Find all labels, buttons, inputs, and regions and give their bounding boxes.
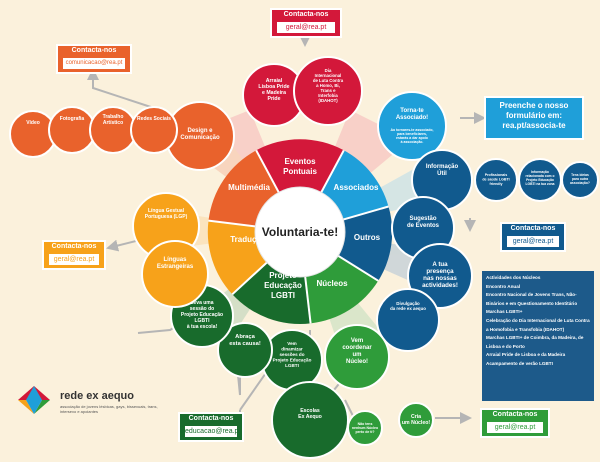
center-hub	[254, 186, 346, 278]
contact-label: Contacta-nos	[51, 243, 97, 250]
activity-item: Arraial Pride de Lisboa e da Madeira	[486, 352, 566, 358]
contact-email[interactable]: geral@rea.pt	[49, 254, 99, 265]
svg-text:Vídeo: Vídeo	[26, 120, 40, 126]
node-presenca	[407, 243, 473, 309]
node-nao-existe	[347, 410, 383, 446]
form-box: Preenche o nosso formulário em: rea.pt/a…	[484, 96, 584, 140]
svg-text:Redes Sociais: Redes Sociais	[137, 116, 171, 122]
svg-text:Associados: Associados	[334, 183, 379, 192]
activity-item: Celebração do Dia Internacional de Luta …	[486, 317, 590, 332]
wheel: Voluntaria-te!	[207, 139, 393, 325]
node-cria-nucleo	[398, 402, 434, 438]
segment-eventos	[256, 139, 344, 232]
contact-box-left: Contacta-nos geral@rea.pt	[42, 240, 106, 270]
contact-box-bottom-center: Contacta-nos educacao@rea.pt	[178, 412, 244, 442]
contact-email[interactable]: educacao@rea.pt	[185, 426, 241, 437]
activity-item: Acampamento de verão LGBTI	[486, 360, 553, 366]
contact-label: Contacta-nos	[283, 11, 329, 18]
brand-name: rede ex aequo	[60, 390, 134, 402]
contact-label: Contacta-nos	[492, 411, 538, 418]
contact-box-bottom-right: Contacta-nos geral@rea.pt	[480, 408, 550, 438]
contact-email[interactable]: geral@rea.pt	[507, 236, 559, 247]
brand-logo	[18, 386, 50, 414]
node-dia-internacional	[293, 56, 363, 126]
node-profissionais	[474, 158, 518, 202]
segment-outros	[300, 206, 393, 281]
center-title: Voluntaria-te!	[262, 225, 338, 239]
svg-text:Outros: Outros	[354, 233, 381, 242]
activity-item: Actividades dos Núcleos	[486, 275, 541, 280]
contact-label: Contacta-nos	[71, 47, 117, 54]
form-link[interactable]: rea.pt/associa-te	[502, 121, 566, 130]
node-sugestao-ideia	[561, 161, 599, 199]
svg-text:Fotografia: Fotografia	[60, 116, 85, 122]
activities-list: Actividades dos Núcleos Encontro Anual E…	[482, 271, 594, 401]
contact-label: Contacta-nos	[510, 225, 556, 232]
contact-box-top-left: Contacta-nos comunicacao@rea.pt	[56, 44, 132, 74]
form-line-1: Preenche o nosso	[499, 101, 569, 110]
node-escolas-ex-aequo	[271, 381, 349, 459]
node-coordenar-nucleo	[324, 324, 390, 390]
contact-email[interactable]: geral@rea.pt	[277, 22, 335, 33]
node-torna-te-associado	[377, 91, 447, 161]
svg-text:Tradução: Tradução	[230, 235, 266, 244]
svg-text:Educação: Educação	[264, 281, 302, 290]
node-linguas-estrangeiras	[141, 240, 209, 308]
contact-box-top-right: Contacta-nos geral@rea.pt	[270, 8, 342, 38]
activity-item: Marchas LGBTI+ de Coimbra, da Madeira, d…	[486, 335, 584, 349]
contact-email[interactable]: geral@rea.pt	[487, 422, 543, 433]
form-line-2: formulário em:	[505, 111, 562, 120]
contact-label: Contacta-nos	[188, 415, 234, 422]
node-fotografia	[48, 106, 96, 154]
activity-item: Marchas LGBTI+	[486, 309, 523, 315]
svg-text:Multimédia: Multimédia	[228, 183, 270, 192]
svg-text:LGBTI: LGBTI	[271, 291, 295, 300]
contact-email[interactable]: comunicacao@rea.pt	[63, 58, 125, 69]
segment-label-eventos: Eventos	[284, 157, 316, 166]
segment-labels: Eventos Pontuais Associados Outros Núcle…	[228, 157, 381, 300]
node-redes-sociais	[130, 106, 178, 154]
svg-text:Ao tornares-te associado,para: Ao tornares-te associado,para beneficiar…	[391, 128, 434, 144]
svg-text:Projeto: Projeto	[269, 271, 297, 280]
node-divulgacao	[376, 288, 440, 352]
contact-box-right: Contacta-nos geral@rea.pt	[500, 222, 566, 252]
activity-item: Encontro Anual	[486, 283, 521, 289]
segment-label-eventos-2: Pontuais	[283, 167, 317, 176]
node-abraca	[217, 322, 273, 378]
activity-item: Encontro Nacional de Jovens Trans, Não-B…	[486, 292, 578, 306]
svg-text:Núcleos: Núcleos	[316, 279, 348, 288]
brand-tagline: associação de jovens lésbicas, gays, bis…	[60, 404, 158, 414]
